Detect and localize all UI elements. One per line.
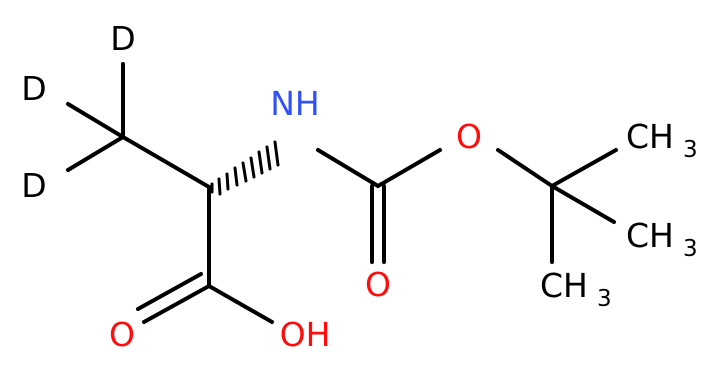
bond-cooh-double-2 <box>136 272 203 311</box>
atom-o-ester: O <box>456 117 482 156</box>
atom-o-carbonyl: O <box>365 265 391 304</box>
bond-cq-ch3-2 <box>550 184 616 224</box>
atom-ch3-1-subscript: 3 <box>683 137 698 163</box>
atom-ch3-3-subscript: 3 <box>597 286 612 312</box>
bond-ccarb-oester <box>376 148 442 188</box>
hashed-wedge-bond <box>210 140 280 196</box>
atom-o-acid: O <box>109 315 135 354</box>
bond-layer <box>66 62 618 324</box>
atom-oh: OH <box>280 315 331 354</box>
bond-oester-cq <box>496 148 554 188</box>
atom-nh: NH <box>270 84 320 123</box>
bond-cq-ch3-1 <box>550 148 618 188</box>
atom-d2: D <box>21 69 46 108</box>
bond-cd3-calpha <box>121 135 211 189</box>
methyl-group-2: CH 3 <box>626 216 698 262</box>
atom-d1: D <box>110 19 135 58</box>
bond-cooh-oh <box>207 284 274 324</box>
atom-ch3-2: CH <box>626 216 674 255</box>
bond-c-d2 <box>66 102 125 139</box>
atom-d3: D <box>21 166 46 205</box>
atom-labels: D D D NH O O O OH CH 3 CH 3 CH 3 <box>21 19 697 354</box>
bond-c-d3 <box>66 135 125 172</box>
bond-n-ccarb <box>316 148 380 188</box>
atom-ch3-1: CH <box>626 117 674 156</box>
methyl-group-1: CH 3 <box>626 117 698 163</box>
methyl-group-3: CH 3 <box>540 266 612 312</box>
bond-cooh-double-1 <box>142 284 211 324</box>
atom-ch3-3: CH <box>540 266 588 305</box>
atom-ch3-2-subscript: 3 <box>683 236 698 262</box>
